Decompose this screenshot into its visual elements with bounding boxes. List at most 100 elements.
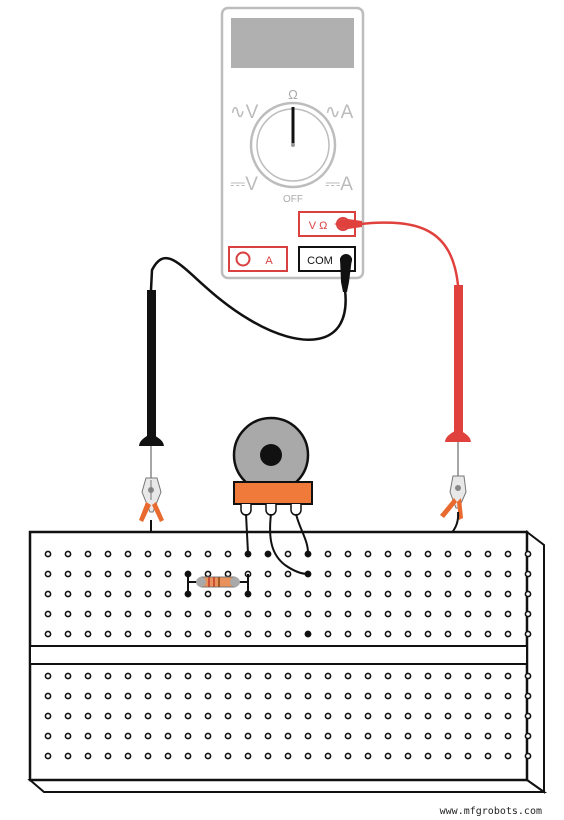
breadboard-hole[interactable]	[504, 712, 512, 720]
breadboard-hole[interactable]	[424, 590, 432, 598]
breadboard-hole[interactable]	[64, 712, 72, 720]
breadboard-hole[interactable]	[204, 590, 212, 598]
breadboard-hole[interactable]	[404, 692, 412, 700]
breadboard-hole[interactable]	[164, 672, 172, 680]
breadboard-hole[interactable]	[44, 570, 52, 578]
breadboard-hole[interactable]	[44, 712, 52, 720]
breadboard-hole[interactable]	[144, 672, 152, 680]
breadboard-hole[interactable]	[284, 610, 292, 618]
breadboard-hole[interactable]	[404, 672, 412, 680]
breadboard-hole[interactable]	[184, 712, 192, 720]
breadboard-hole[interactable]	[204, 712, 212, 720]
breadboard-hole[interactable]	[344, 550, 352, 558]
breadboard-hole[interactable]	[424, 550, 432, 558]
breadboard-hole[interactable]	[64, 692, 72, 700]
breadboard-hole[interactable]	[164, 692, 172, 700]
breadboard-hole[interactable]	[44, 630, 52, 638]
breadboard-hole[interactable]	[144, 570, 152, 578]
breadboard-hole[interactable]	[144, 712, 152, 720]
black-probe-alligator-clip[interactable]	[139, 477, 164, 522]
breadboard-hole[interactable]	[364, 712, 372, 720]
breadboard-hole[interactable]	[404, 590, 412, 598]
breadboard-hole[interactable]	[124, 570, 132, 578]
breadboard-hole[interactable]	[304, 590, 312, 598]
breadboard-hole[interactable]	[184, 732, 192, 740]
breadboard-hole[interactable]	[204, 570, 212, 578]
breadboard-hole[interactable]	[64, 732, 72, 740]
breadboard-hole[interactable]	[244, 630, 252, 638]
breadboard-hole[interactable]	[224, 570, 232, 578]
breadboard-hole[interactable]	[524, 752, 532, 760]
breadboard-hole[interactable]	[344, 570, 352, 578]
breadboard-hole[interactable]	[84, 732, 92, 740]
breadboard-hole[interactable]	[404, 550, 412, 558]
breadboard-hole[interactable]	[124, 712, 132, 720]
breadboard-hole[interactable]	[224, 590, 232, 598]
breadboard-hole[interactable]	[464, 732, 472, 740]
breadboard-hole[interactable]	[184, 672, 192, 680]
breadboard-hole[interactable]	[144, 752, 152, 760]
breadboard-hole[interactable]	[304, 672, 312, 680]
breadboard-hole[interactable]	[384, 752, 392, 760]
black-probe[interactable]	[139, 290, 164, 478]
breadboard-hole[interactable]	[444, 712, 452, 720]
breadboard-hole[interactable]	[284, 672, 292, 680]
breadboard-hole[interactable]	[324, 630, 332, 638]
breadboard-hole[interactable]	[64, 752, 72, 760]
red-probe-alligator-clip[interactable]	[440, 475, 467, 520]
breadboard-hole[interactable]	[384, 732, 392, 740]
breadboard-hole[interactable]	[424, 712, 432, 720]
red-probe[interactable]	[445, 285, 471, 476]
breadboard-hole[interactable]	[524, 550, 532, 558]
breadboard-hole[interactable]	[484, 692, 492, 700]
breadboard-hole[interactable]	[264, 752, 272, 760]
breadboard-hole[interactable]	[144, 692, 152, 700]
breadboard-hole[interactable]	[184, 752, 192, 760]
breadboard-hole[interactable]	[104, 732, 112, 740]
breadboard-hole[interactable]	[504, 672, 512, 680]
breadboard-hole[interactable]	[44, 672, 52, 680]
breadboard-hole[interactable]	[44, 692, 52, 700]
breadboard-hole[interactable]	[484, 672, 492, 680]
breadboard-hole[interactable]	[524, 732, 532, 740]
breadboard-hole[interactable]	[264, 712, 272, 720]
breadboard-hole[interactable]	[64, 630, 72, 638]
breadboard-hole[interactable]	[44, 752, 52, 760]
breadboard-hole[interactable]	[104, 630, 112, 638]
breadboard-hole[interactable]	[64, 550, 72, 558]
breadboard-hole[interactable]	[84, 712, 92, 720]
breadboard-hole[interactable]	[104, 692, 112, 700]
breadboard-hole[interactable]	[484, 550, 492, 558]
breadboard-hole[interactable]	[284, 630, 292, 638]
breadboard-hole[interactable]	[204, 692, 212, 700]
breadboard-hole[interactable]	[44, 550, 52, 558]
breadboard-hole[interactable]	[504, 732, 512, 740]
breadboard-hole[interactable]	[384, 672, 392, 680]
breadboard-hole[interactable]	[444, 692, 452, 700]
breadboard-hole[interactable]	[344, 732, 352, 740]
breadboard-hole[interactable]	[84, 752, 92, 760]
breadboard-hole[interactable]	[244, 732, 252, 740]
breadboard-hole[interactable]	[524, 712, 532, 720]
breadboard-hole[interactable]	[224, 672, 232, 680]
breadboard-hole[interactable]	[404, 610, 412, 618]
breadboard-hole[interactable]	[104, 590, 112, 598]
breadboard-hole[interactable]	[44, 732, 52, 740]
breadboard-hole[interactable]	[124, 630, 132, 638]
breadboard-hole[interactable]	[64, 672, 72, 680]
breadboard-hole[interactable]	[164, 550, 172, 558]
breadboard-hole[interactable]	[84, 610, 92, 618]
breadboard-hole[interactable]	[424, 672, 432, 680]
breadboard-hole[interactable]	[404, 570, 412, 578]
breadboard-hole[interactable]	[324, 752, 332, 760]
breadboard-hole[interactable]	[364, 590, 372, 598]
breadboard-hole[interactable]	[464, 550, 472, 558]
breadboard-hole[interactable]	[204, 630, 212, 638]
breadboard-hole[interactable]	[424, 630, 432, 638]
breadboard-hole[interactable]	[304, 752, 312, 760]
breadboard-hole[interactable]	[504, 590, 512, 598]
breadboard-hole[interactable]	[424, 692, 432, 700]
breadboard-hole[interactable]	[284, 692, 292, 700]
breadboard-hole[interactable]	[144, 732, 152, 740]
breadboard-hole[interactable]	[444, 732, 452, 740]
